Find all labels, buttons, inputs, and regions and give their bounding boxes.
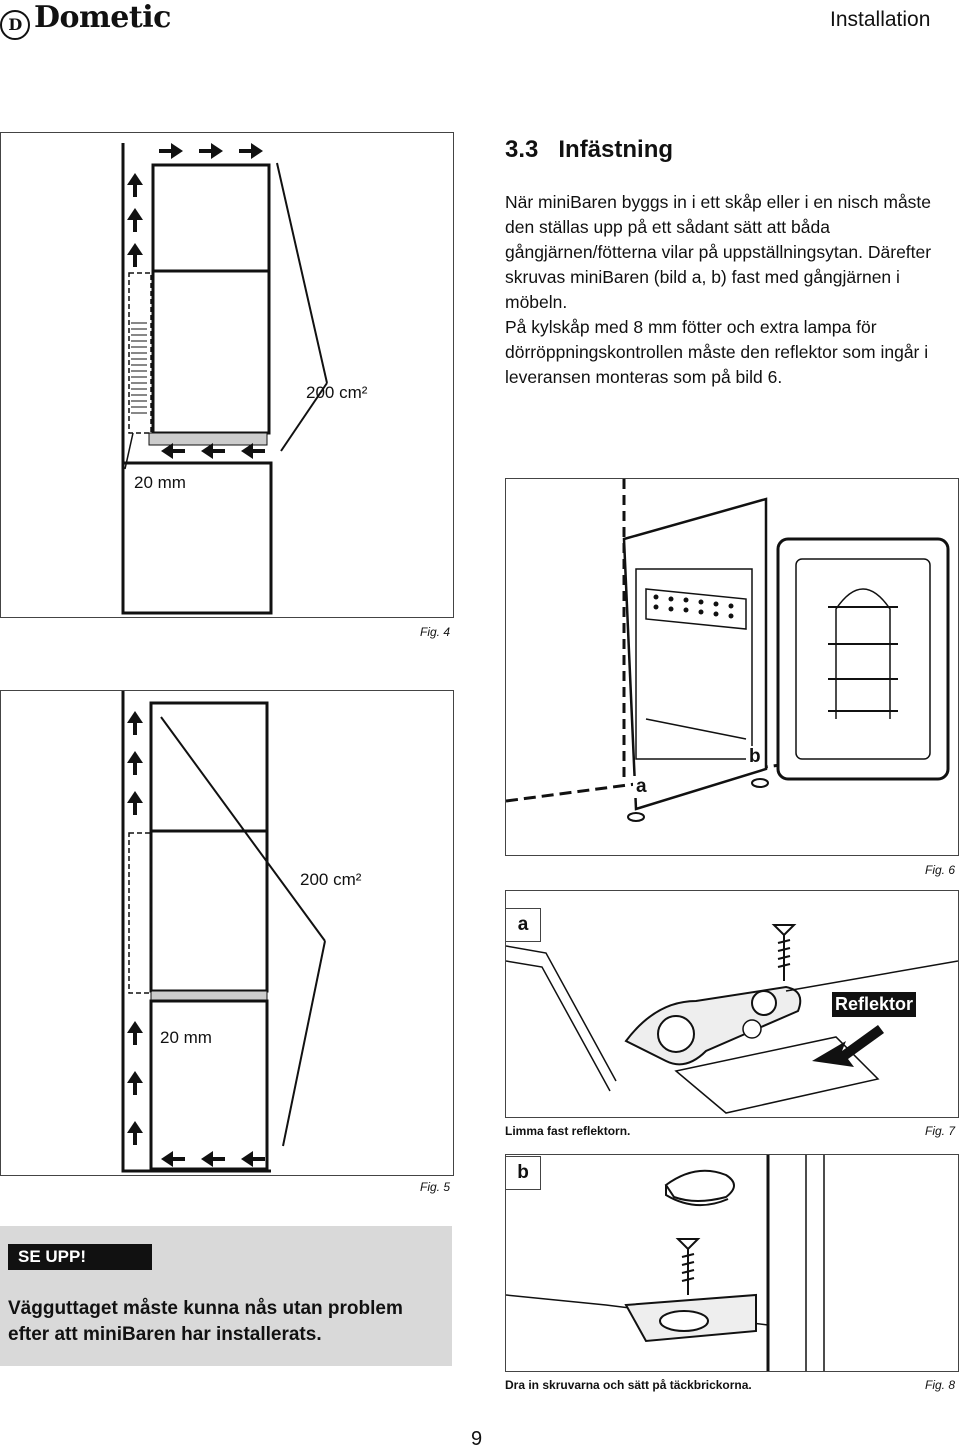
figure-7-letter: a xyxy=(505,908,541,942)
figure-5-label: Fig. 5 xyxy=(420,1180,451,1194)
figure-8-letter: b xyxy=(505,1156,541,1190)
figure-8-label: Fig. 8 xyxy=(925,1378,956,1392)
section-heading: 3.3 Infästning xyxy=(505,136,674,163)
figure-7-drawing xyxy=(505,924,959,1114)
figure-6-label: Fig. 6 xyxy=(925,863,956,877)
section-title: Installation xyxy=(830,8,931,31)
figure-8-caption: Dra in skruvarna och sätt på täckbrickor… xyxy=(505,1378,752,1392)
vent-area-label: 200 cm² xyxy=(306,383,368,402)
brand-name: Dometic xyxy=(34,0,171,35)
gap-label: 20 mm xyxy=(160,1028,212,1047)
airflow-arrows xyxy=(127,711,265,1167)
airflow-arrows xyxy=(127,143,265,459)
warning-text: Vägguttaget måste kunna nås utan problem… xyxy=(8,1298,403,1345)
warning-box: SE UPP! Vägguttaget måste kunna nås utan… xyxy=(0,1226,452,1366)
reflector-label: Reflektor xyxy=(832,992,917,1017)
figure-5 xyxy=(0,690,454,1176)
figure-7-caption: Limma fast reflektorn. xyxy=(505,1124,631,1138)
figure-4 xyxy=(0,132,454,618)
hinge-b-marker: b xyxy=(746,746,764,768)
figure-4-drawing xyxy=(121,143,328,615)
figure-6 xyxy=(505,478,959,856)
figure-5-drawing xyxy=(121,691,326,1173)
hinge-a-marker: a xyxy=(633,776,650,798)
figure-8 xyxy=(505,1154,959,1372)
gap-label: 20 mm xyxy=(134,473,186,492)
figure-8-drawing xyxy=(505,1155,825,1371)
logo-emblem-icon: D xyxy=(0,10,30,40)
vent-area-label: 200 cm² xyxy=(300,870,362,889)
figure-6-drawing xyxy=(505,479,950,822)
page-number: 9 xyxy=(471,1428,483,1450)
section-paragraph-1: När miniBaren byggs in i ett skåp eller … xyxy=(505,192,932,312)
figure-7-label: Fig. 7 xyxy=(925,1124,956,1138)
warning-heading: SE UPP! xyxy=(8,1244,152,1270)
figure-4-label: Fig. 4 xyxy=(420,625,451,639)
pointer-arrow-icon xyxy=(812,1025,884,1067)
section-paragraph-2: På kylskåp med 8 mm fötter och extra lam… xyxy=(505,317,929,387)
